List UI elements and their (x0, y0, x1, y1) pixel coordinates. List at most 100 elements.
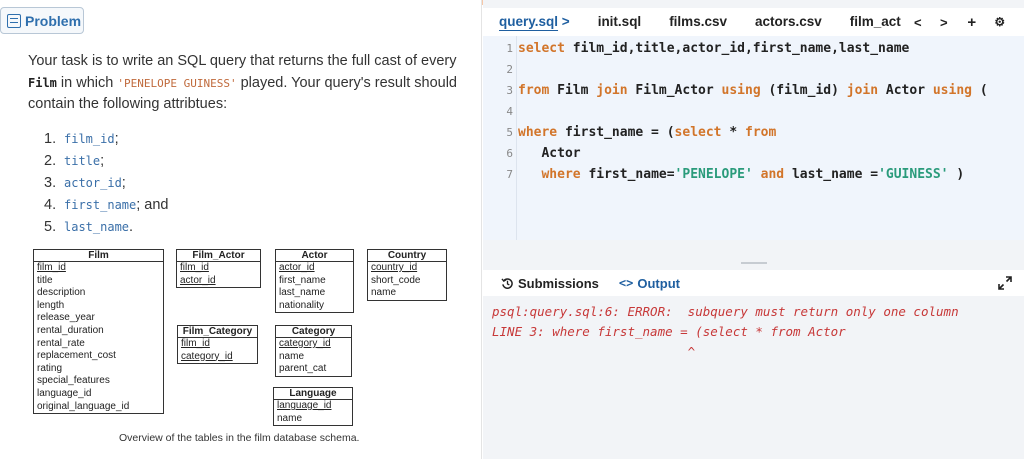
field-name: first_name (64, 198, 137, 212)
list-suffix: . (129, 219, 134, 235)
sql-keyword: and (760, 167, 785, 182)
list-suffix: ; (121, 175, 126, 191)
add-tab-button[interactable]: + (967, 13, 977, 31)
panel-resize-handle[interactable] (741, 262, 767, 264)
chevron-right-icon: > (561, 14, 570, 29)
schema-table-title: Category (276, 326, 351, 338)
gear-icon[interactable]: ⚙ (994, 15, 1006, 29)
schema-table-film-category: Film_Category film_id category_id (177, 325, 258, 365)
sql-keyword: using (721, 83, 761, 98)
schema-table-title: Film_Actor (177, 250, 260, 262)
schema-table-title: Country (368, 250, 446, 262)
schema-column: nationality (279, 299, 325, 311)
chevron-left-icon[interactable]: < (914, 14, 922, 30)
error-line: LINE 3: where first_name = (select * fro… (492, 324, 846, 339)
schema-table-title: Film (34, 250, 163, 262)
schema-table-title: Film_Category (178, 326, 257, 338)
schema-column: special_features (37, 375, 110, 387)
code-text (753, 167, 761, 182)
tab-actors-csv[interactable]: actors.csv (754, 14, 822, 29)
schema-table-title: Actor (276, 250, 353, 262)
list-item: 1.film_id; (44, 128, 169, 150)
line-number: 2 (506, 63, 513, 76)
results-tab-bar: Submissions <> Output (483, 270, 1024, 296)
problem-tab-label: Problem (25, 12, 82, 29)
actor-literal: 'PENELOPE GUINESS' (117, 76, 237, 90)
line-number: 1 (506, 42, 513, 55)
tab-film-actor[interactable]: film_act (849, 14, 901, 29)
schema-table-film: Film film_id title description length re… (33, 249, 164, 415)
schema-table-category: Category category_id name parent_cat (275, 325, 352, 377)
code-line: select film_id,title,actor_id,first_name… (518, 41, 909, 56)
list-number: 2. (44, 153, 57, 169)
task-text-3: played. Your query's result should conta… (28, 74, 457, 113)
sql-keyword: from (745, 125, 777, 140)
sql-keyword: where (518, 167, 581, 182)
line-number: 4 (506, 105, 513, 118)
schema-table-film-actor: Film_Actor film_id actor_id (176, 249, 261, 289)
tab-submissions[interactable]: Submissions (483, 276, 599, 291)
list-item: 3.actor_id; (44, 172, 169, 194)
error-caret: ^ (492, 344, 696, 359)
schema-column: category_id (279, 338, 331, 349)
schema-table-title: Language (274, 388, 352, 400)
code-line: Actor (518, 146, 580, 161)
schema-column: original_language_id (37, 400, 130, 412)
sql-keyword: from (518, 83, 550, 98)
code-text: first_name = ( (557, 125, 675, 140)
tab-init-sql[interactable]: init.sql (597, 14, 642, 29)
file-tab-bar: query.sql > init.sql films.csv actors.cs… (483, 8, 1024, 36)
line-number: 5 (506, 126, 513, 139)
problem-panel: Problem Your task is to write an SQL que… (0, 0, 482, 459)
tab-label: Output (637, 275, 680, 291)
schema-caption: Overview of the tables in the film datab… (119, 432, 360, 444)
schema-column: parent_cat (279, 363, 327, 375)
history-icon (501, 277, 513, 289)
list-number: 5. (44, 219, 57, 235)
schema-table-actor: Actor actor_id first_name last_name nati… (275, 249, 354, 314)
sql-keyword: select (518, 41, 565, 56)
expand-icon[interactable] (998, 276, 1012, 290)
schema-column: film_id (181, 338, 210, 349)
sql-keyword: join (596, 83, 628, 98)
code-icon: <> (618, 276, 634, 290)
list-suffix: ; and (136, 197, 169, 213)
schema-column: replacement_cost (37, 350, 116, 362)
schema-column: actor_id (279, 262, 315, 273)
field-name: actor_id (64, 176, 122, 190)
schema-column: name (371, 287, 397, 299)
schema-column: release_year (37, 312, 95, 324)
schema-column: name (277, 412, 303, 424)
list-item: 5.last_name. (44, 216, 169, 238)
line-number: 3 (506, 84, 513, 97)
problem-tab[interactable]: Problem (0, 7, 84, 34)
schema-column: category_id (181, 350, 233, 362)
schema-table-country: Country country_id short_code name (367, 249, 447, 301)
schema-column: description (37, 287, 86, 299)
schema-table-language: Language language_id name (273, 387, 353, 427)
list-suffix: ; (100, 153, 105, 169)
workspace-panel: query.sql > init.sql films.csv actors.cs… (483, 0, 1024, 459)
line-number: 6 (506, 147, 513, 160)
list-number: 1. (44, 131, 57, 147)
sql-keyword: select (674, 125, 722, 140)
schema-column: last_name (279, 287, 326, 299)
task-text-1: Your task is to write an SQL query that … (28, 53, 457, 69)
code-editor[interactable]: 1 2 3 4 5 6 7 select film_id,title,actor… (483, 36, 1024, 240)
field-list: 1.film_id; 2.title; 3.actor_id; 4.first_… (44, 128, 169, 238)
document-icon (7, 13, 21, 28)
tab-films-csv[interactable]: films.csv (669, 14, 727, 29)
output-console: psql:query.sql:6: ERROR: subquery must r… (492, 302, 959, 362)
tab-output[interactable]: <> Output (599, 276, 680, 291)
schema-column: title (37, 274, 53, 286)
chevron-right-icon[interactable]: > (940, 14, 948, 30)
tab-query-sql[interactable]: query.sql > (483, 8, 584, 36)
line-number: 7 (506, 168, 513, 181)
schema-column: length (37, 299, 65, 311)
code-text: (film_id) (760, 83, 847, 98)
code-line: where first_name='PENELOPE' and last_nam… (518, 167, 964, 182)
code-text: first_name= (580, 167, 675, 182)
code-text: Actor (878, 83, 933, 98)
list-suffix: ; (114, 131, 119, 147)
error-line: psql:query.sql:6: ERROR: subquery must r… (492, 304, 959, 319)
